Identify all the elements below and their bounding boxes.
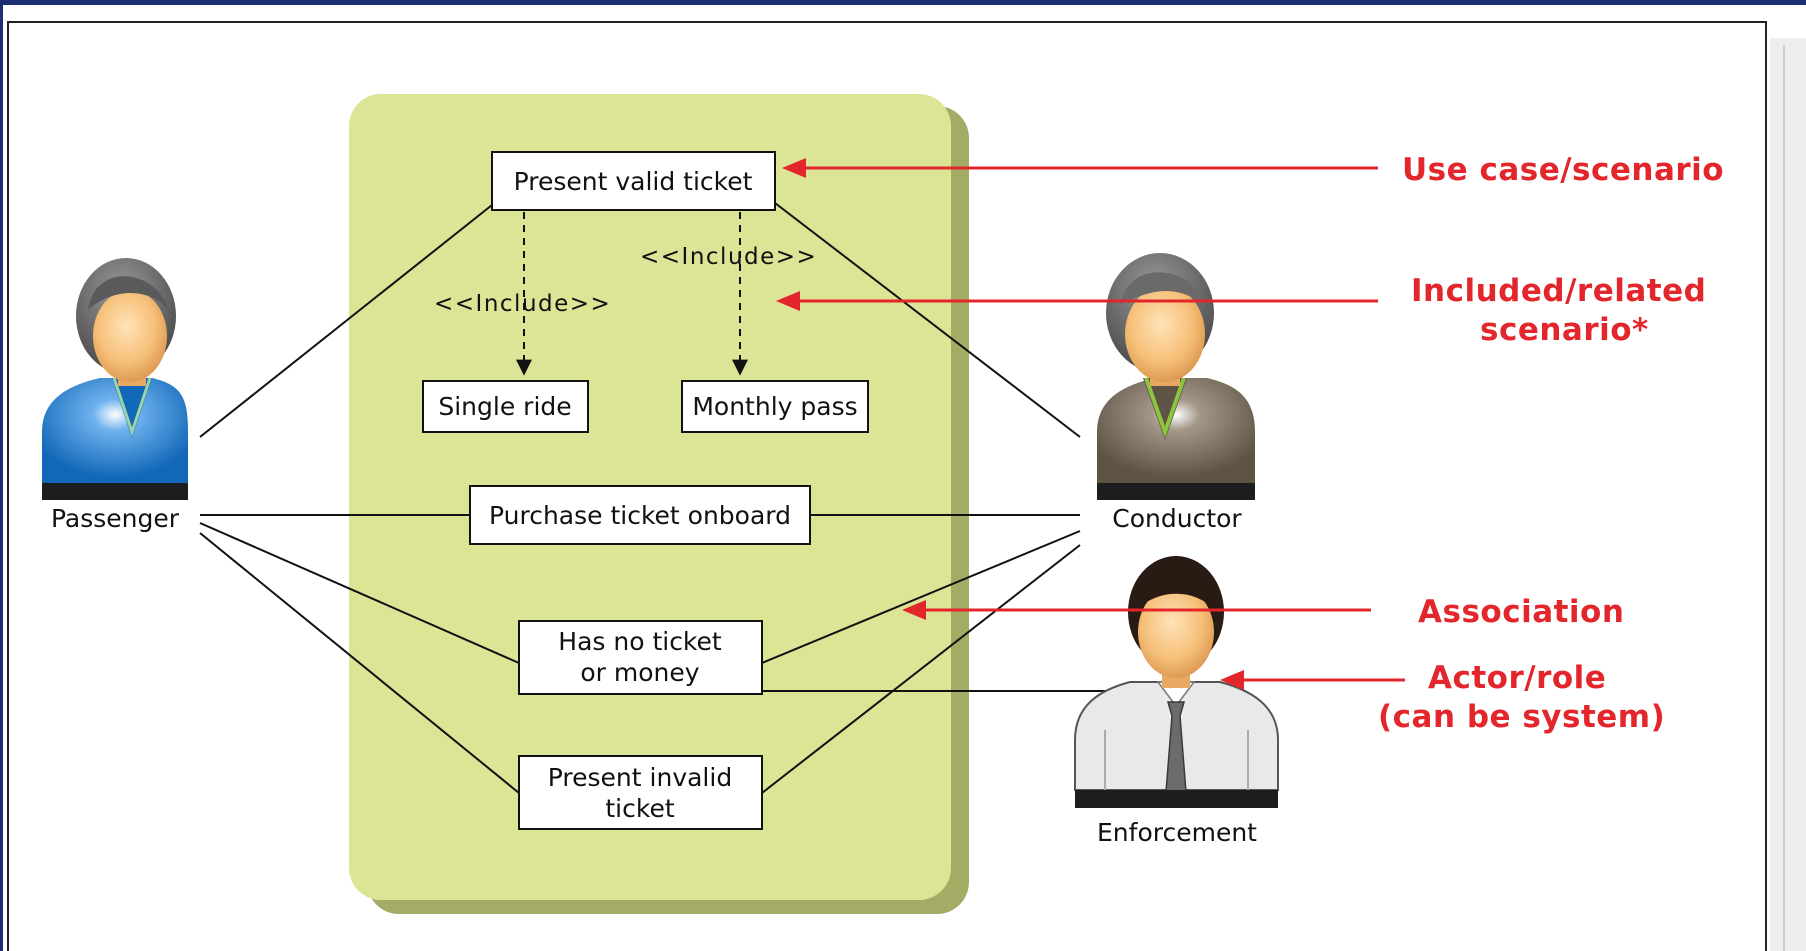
callout-included-line2: scenario* — [1480, 312, 1649, 348]
use-case-box — [518, 620, 763, 695]
right-margin-panel — [1770, 38, 1806, 951]
use-case-box — [491, 151, 776, 211]
callout-actor-line2: (can be system) — [1378, 699, 1665, 735]
use-case-no-ticket[interactable]: Has no ticket or money — [518, 620, 763, 695]
use-case-label: Present valid ticket — [514, 167, 753, 196]
assoc-passenger-invalid — [199, 532, 520, 794]
callout-use-case: Use case/scenario — [1402, 152, 1724, 188]
callout-arrowhead-association — [902, 600, 926, 620]
callout-arrowhead-usecase — [782, 158, 806, 178]
use-case-box — [469, 485, 811, 545]
use-case-label: Monthly pass — [692, 392, 857, 421]
enforcement-actor[interactable]: Enforcement — [1074, 556, 1279, 847]
assoc-conductor-noticket — [761, 530, 1081, 664]
passenger-icon — [42, 258, 188, 500]
use-case-single-ride[interactable]: Single ride — [422, 380, 589, 433]
callout-association: Association — [1418, 594, 1624, 630]
assoc-passenger-noticket — [199, 522, 520, 664]
passenger-label: Passenger — [51, 504, 180, 533]
callout-arrowhead-actor — [1220, 670, 1244, 690]
assoc-conductor-valid — [774, 202, 1081, 438]
use-case-present-valid[interactable]: Present valid ticket — [491, 151, 776, 211]
use-case-label: Single ride — [438, 392, 571, 421]
enforcement-icon — [1074, 556, 1279, 808]
use-case-label-line1: Present invalid — [548, 763, 732, 792]
assoc-passenger-valid — [199, 204, 493, 438]
conductor-actor[interactable]: Conductor — [1097, 253, 1255, 533]
use-case-purchase-onboard[interactable]: Purchase ticket onboard — [469, 485, 811, 545]
inner-frame — [7, 21, 1767, 951]
enforcement-label: Enforcement — [1097, 818, 1257, 847]
left-border — [0, 5, 3, 951]
use-case-label-line2: or money — [580, 658, 699, 687]
passenger-actor[interactable]: Passenger — [42, 258, 188, 533]
include-arrows — [516, 212, 748, 376]
callout-arrows — [776, 158, 1405, 690]
use-case-box — [681, 380, 869, 433]
callout-arrowhead-included — [776, 291, 800, 311]
use-case-label-line2: ticket — [605, 794, 674, 823]
use-case-monthly-pass[interactable]: Monthly pass — [681, 380, 869, 433]
use-case-box — [422, 380, 589, 433]
include-label-left: <<Include>> — [434, 291, 611, 317]
assoc-conductor-invalid — [761, 544, 1081, 794]
conductor-label: Conductor — [1112, 504, 1242, 533]
conductor-icon — [1097, 253, 1255, 500]
top-border — [0, 0, 1806, 5]
include-label-right: <<Include>> — [640, 244, 817, 270]
use-case-label: Purchase ticket onboard — [489, 501, 791, 530]
use-case-present-invalid[interactable]: Present invalid ticket — [518, 755, 763, 830]
use-case-box — [518, 755, 763, 830]
association-lines — [199, 202, 1118, 794]
callout-included-line1: Included/related — [1411, 273, 1706, 309]
callout-actor-line1: Actor/role — [1428, 660, 1606, 696]
use-case-label-line1: Has no ticket — [558, 627, 722, 656]
